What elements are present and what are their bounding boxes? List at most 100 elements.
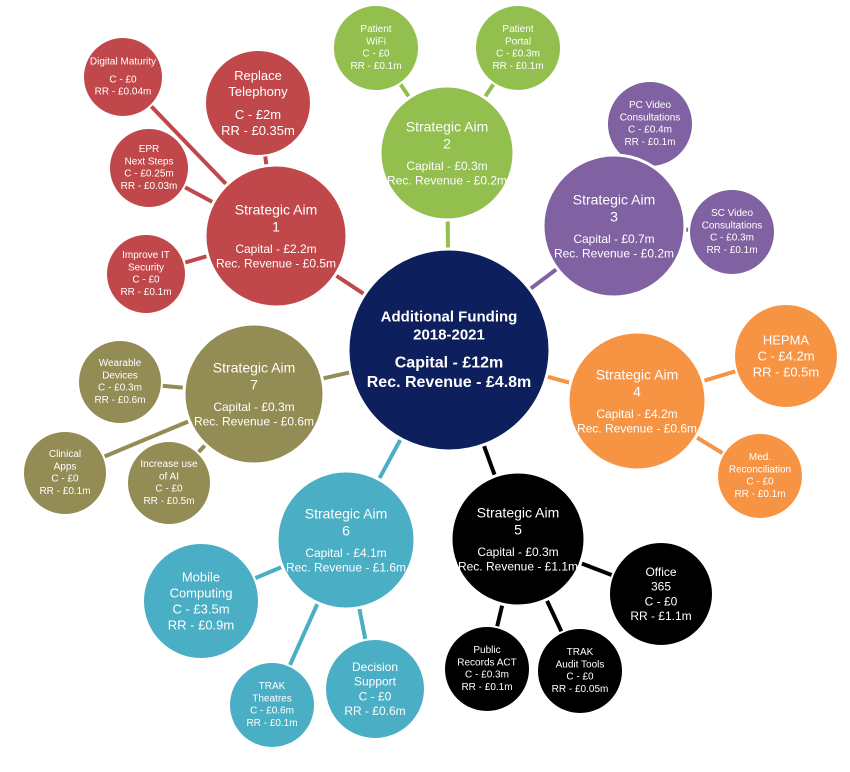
- project-bubble-patient-portal-label-line: Patient: [502, 24, 533, 35]
- strategic-aim3-bubble-label-line: Rec. Revenue - £0.2m: [554, 247, 674, 261]
- project-bubble-replace-telephony-label-line: C - £2m: [235, 107, 281, 122]
- project-bubble-public-records-act-label-line: RR - £0.1m: [461, 682, 512, 693]
- strategic-aim2-bubble-circle: [378, 84, 516, 222]
- strategic-aim7-bubble-label-line: Rec. Revenue - £0.6m: [194, 415, 314, 429]
- project-bubble-replace-telephony-label-line: Telephony: [228, 84, 288, 99]
- strategic-aim3-bubble-label-line: Strategic Aim: [573, 192, 655, 208]
- strategic-aim1-bubble-label-line: Rec. Revenue - £0.5m: [216, 257, 336, 271]
- project-bubble-replace-telephony-label-line: RR - £0.35m: [221, 123, 295, 138]
- strategic-aim6-bubble-label-line: Rec. Revenue - £1.6m: [286, 561, 406, 575]
- strategic-aim1-bubble-label-line: 1: [272, 219, 280, 235]
- project-bubble-increase-use-of-ai-label-line: C - £0: [155, 484, 183, 495]
- project-bubble-mobile-computing-label-line: Computing: [170, 586, 233, 601]
- project-bubble-med-reconciliation-label-line: C - £0: [746, 477, 774, 488]
- strategic-aim1-bubble-label-line: Strategic Aim: [235, 202, 317, 218]
- project-bubble-office-365-label-line: Office: [645, 565, 676, 579]
- project-bubble-patient-wifi-circle: [332, 4, 420, 92]
- strategic-aim5-bubble-circle: [449, 470, 587, 608]
- project-bubble-trak-theatres-label-line: Theatres: [252, 693, 291, 704]
- project-bubble-digital-maturity-label-line: C - £0: [109, 74, 137, 85]
- project-bubble-office-365-label-line: C - £0: [645, 594, 678, 608]
- project-bubble-hepma-label-line: RR - £0.5m: [753, 364, 819, 379]
- project-bubble-mobile-computing-label-line: Mobile: [182, 570, 220, 585]
- project-bubble-wearable-devices-label-line: Devices: [102, 370, 138, 381]
- project-bubble-epr-next-steps-label-line: C - £0.25m: [124, 169, 173, 180]
- project-bubble-patient-wifi-label-line: WiFi: [366, 36, 386, 47]
- project-bubble-wearable-devices-circle: [77, 339, 163, 425]
- project-bubble-trak-audit-tools-label-line: C - £0: [566, 672, 594, 683]
- project-bubble-office-365-label-line: 365: [651, 580, 671, 594]
- strategic-aim2-bubble-label-line: Capital - £0.3m: [406, 159, 487, 173]
- project-bubble-med-reconciliation-circle: [716, 432, 804, 520]
- project-bubble-epr-next-steps-label-line: EPR: [139, 144, 160, 155]
- strategic-aim3-bubble-label-line: Capital - £0.7m: [573, 232, 654, 246]
- project-bubble-decision-support-circle: [324, 638, 426, 740]
- project-bubble-decision-support-label-line: RR - £0.6m: [344, 704, 405, 718]
- strategic-aim6-bubble-circle: [275, 469, 417, 611]
- strategic-aim4-bubble-circle: [566, 330, 708, 472]
- project-bubble-hepma-label-line: C - £4.2m: [757, 349, 814, 364]
- project-bubble-trak-audit-tools-label-line: Audit Tools: [556, 659, 605, 670]
- project-bubble-pc-video-consultations-label-line: PC Video: [629, 100, 672, 111]
- project-bubble-improve-it-security-label-line: Security: [128, 262, 164, 273]
- center-funding-bubble-label-line: Rec. Revenue - £4.8m: [367, 374, 532, 391]
- strategic-aim6-bubble-label-line: 6: [342, 523, 350, 539]
- project-bubble-patient-portal-label-line: C - £0.3m: [496, 49, 540, 60]
- project-bubble-mobile-computing-label-line: RR - £0.9m: [168, 617, 234, 632]
- project-bubble-med-reconciliation-label-line: Reconciliation: [729, 464, 791, 475]
- project-bubble-patient-portal-circle: [474, 4, 562, 92]
- project-bubble-sc-video-consultations-label-line: Consultations: [702, 220, 763, 231]
- project-bubble-decision-support-label-line: Decision: [352, 660, 398, 674]
- project-bubble-clinical-apps-label-line: C - £0: [51, 474, 79, 485]
- project-bubble-sc-video-consultations-circle: [688, 188, 776, 276]
- strategic-aim5-bubble-label-line: Capital - £0.3m: [477, 545, 558, 559]
- project-bubble-increase-use-of-ai-label-line: Increase use: [140, 459, 198, 470]
- project-bubble-trak-audit-tools-label-line: TRAK: [567, 647, 594, 658]
- project-bubble-replace-telephony-label-line: Replace: [234, 68, 282, 83]
- project-bubble-digital-maturity-label-line: RR - £0.04m: [95, 86, 152, 97]
- project-bubble-patient-wifi-label-line: Patient: [360, 24, 391, 35]
- project-bubble-hepma-label-line: HEPMA: [763, 333, 810, 348]
- project-bubble-sc-video-consultations-label-line: RR - £0.1m: [706, 245, 757, 256]
- project-bubble-pc-video-consultations-label-line: C - £0.4m: [628, 125, 672, 136]
- project-bubble-wearable-devices-label-line: RR - £0.6m: [94, 395, 145, 406]
- project-bubble-public-records-act-label-line: Public: [473, 645, 500, 656]
- project-bubble-epr-next-steps-label-line: RR - £0.03m: [121, 181, 178, 192]
- project-bubble-med-reconciliation: Med.Reconciliation C - £0RR - £0.1m: [716, 432, 804, 520]
- project-bubble-patient-portal-label-line: RR - £0.1m: [492, 61, 543, 72]
- project-bubble-med-reconciliation-label-line: Med.: [749, 452, 771, 463]
- project-bubble-pc-video-consultations-label-line: Consultations: [620, 112, 681, 123]
- project-bubble-improve-it-security-label-line: Improve IT: [122, 250, 170, 261]
- project-bubble-epr-next-steps-label-line: Next Steps: [125, 156, 174, 167]
- project-bubble-wearable-devices-label-line: C - £0.3m: [98, 383, 142, 394]
- project-bubble-wearable-devices-label-line: Wearable: [99, 358, 142, 369]
- strategic-aim2-bubble-label-line: Rec. Revenue - £0.2m: [387, 174, 507, 188]
- strategic-aim4-bubble-label-line: Rec. Revenue - £0.6m: [577, 422, 697, 436]
- strategic-aim4-bubble-label-line: Capital - £4.2m: [596, 407, 677, 421]
- project-bubble-med-reconciliation-label-line: RR - £0.1m: [734, 489, 785, 500]
- project-bubble-trak-theatres-label-line: TRAK: [259, 681, 286, 692]
- strategic-aim4-bubble-label-line: 4: [633, 384, 641, 400]
- project-bubble-epr-next-steps-circle: [108, 127, 190, 209]
- project-bubble-trak-audit-tools-label-line: RR - £0.05m: [552, 684, 609, 695]
- strategic-aim7-bubble-label-line: 7: [250, 377, 258, 393]
- project-bubble-hepma-circle: [733, 303, 839, 409]
